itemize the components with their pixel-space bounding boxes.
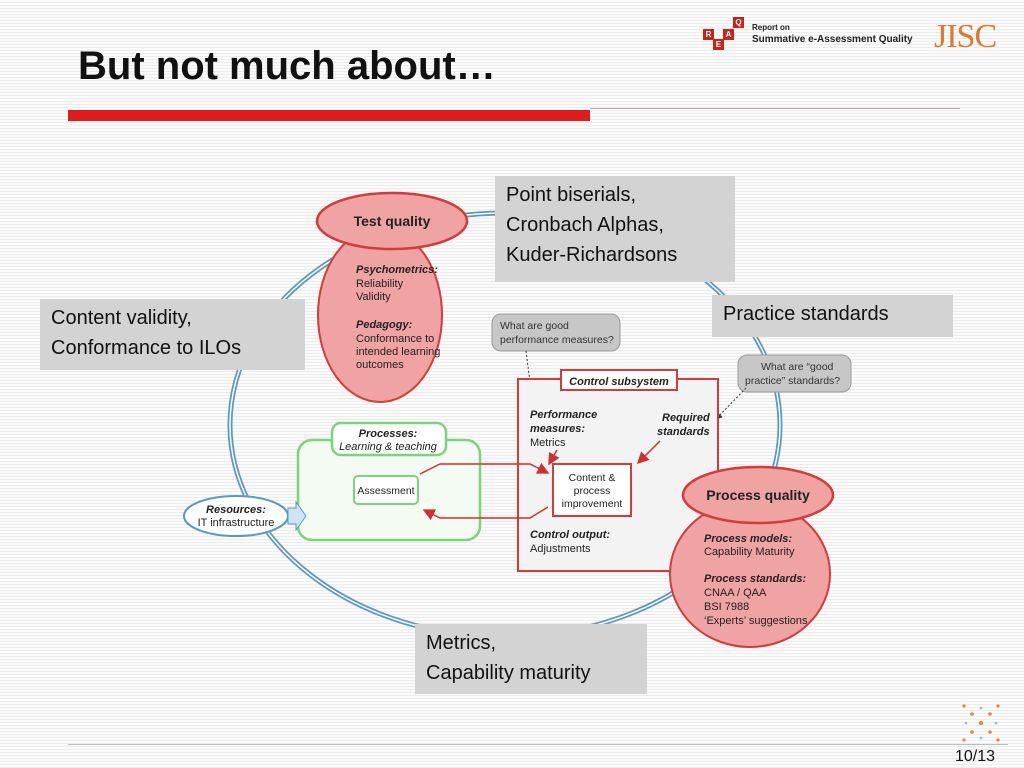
reaq-letter-q: Q — [733, 17, 744, 28]
processes-title-box — [330, 421, 448, 457]
callout-point-biserials: Point biserials, Cronbach Alphas, Kuder-… — [495, 176, 735, 282]
improvement-to-assessment-arrow — [422, 506, 549, 521]
process-quality-header — [681, 465, 835, 525]
question-good-measures-line-2: performance measures? — [500, 334, 614, 346]
performance-measures-line-2: measures: — [530, 423, 585, 435]
required-standards-line-2: standards — [657, 426, 710, 438]
psychometrics-heading: Psychometrics: — [356, 264, 438, 276]
process-standards-heading: Process standards: — [704, 573, 806, 585]
resources-title: Resources: — [206, 504, 266, 516]
slide-title: But not much about… — [78, 44, 496, 88]
improvement-line-1: Content & — [569, 472, 616, 484]
network-icon — [962, 704, 1000, 742]
title-underline-thin — [590, 108, 960, 109]
process-standards-line-2: BSI 7988 — [704, 601, 749, 613]
improvement-line-3: improvement — [562, 498, 623, 510]
process-models-heading: Process models: — [704, 533, 792, 545]
process-standards-line-3: ‘Experts’ suggestions — [704, 615, 808, 627]
test-quality-title: Test quality — [354, 213, 431, 229]
title-underline-red — [68, 110, 590, 121]
pedagogy-line-1: Conformance to — [356, 333, 434, 345]
reaq-letter-r: R — [703, 29, 714, 40]
assessment-to-improvement-arrow — [419, 462, 550, 475]
resources-arrow — [287, 500, 307, 532]
question-good-practice-line-2: practice” standards? — [745, 375, 840, 387]
control-output-adjustments: Adjustments — [530, 543, 591, 555]
psychometrics-validity: Validity — [356, 291, 391, 303]
control-subsystem-title-box — [560, 369, 678, 391]
processes-subtitle: Learning & teaching — [339, 441, 438, 453]
assessment-box — [353, 475, 419, 505]
resources-ellipse — [183, 495, 289, 537]
psychometrics-reliability: Reliability — [356, 278, 404, 290]
processes-title: Processes: — [359, 428, 418, 440]
process-standards-line-1: CNAA / QAA — [704, 587, 767, 599]
question-good-practice — [737, 354, 852, 393]
required-standards-line-1: Required — [662, 412, 710, 424]
performance-measures-metrics: Metrics — [530, 437, 566, 449]
question-good-measures — [491, 313, 621, 352]
control-subsystem-title: Control subsystem — [569, 376, 669, 388]
callout-content-validity: Content validity, Conformance to ILOs — [40, 299, 305, 370]
reaq-logo-text: Report on Summative e-Assessment Quality — [752, 22, 913, 46]
pedagogy-line-3: outcomes — [356, 359, 404, 371]
reaq-line-2: Summative e-Assessment Quality — [752, 34, 913, 45]
performance-measures-line-1: Performance — [530, 409, 597, 421]
callout-metrics: Metrics, Capability maturity — [415, 624, 647, 694]
reaq-logo: R E A Q — [703, 15, 745, 53]
pedagogy-line-2: intended learning — [356, 346, 440, 358]
assessment-label: Assessment — [357, 485, 414, 497]
page-number: 10/13 — [955, 748, 996, 765]
question-good-practice-line-1: What are “good — [761, 361, 834, 373]
improvement-box — [552, 463, 632, 517]
control-output-heading: Control output: — [530, 529, 610, 541]
question-good-measures-line-1: What are good — [500, 320, 569, 332]
resources-subtitle: IT infrastructure — [198, 517, 275, 529]
callout-practice-standards: Practice standards — [712, 295, 953, 337]
pedagogy-heading: Pedagogy: — [356, 319, 413, 331]
test-quality-body — [317, 227, 443, 403]
improvement-line-2: process — [574, 485, 611, 497]
reaq-letter-a: A — [723, 29, 734, 40]
reaq-line-1: Report on — [752, 23, 790, 32]
process-models-line-1: Capability Maturity — [704, 546, 795, 558]
jisc-logo: JISC — [934, 18, 997, 55]
process-quality-title: Process quality — [706, 487, 810, 503]
test-quality-header — [315, 191, 469, 251]
reaq-letter-e: E — [713, 39, 724, 50]
footer-divider — [68, 744, 1008, 745]
